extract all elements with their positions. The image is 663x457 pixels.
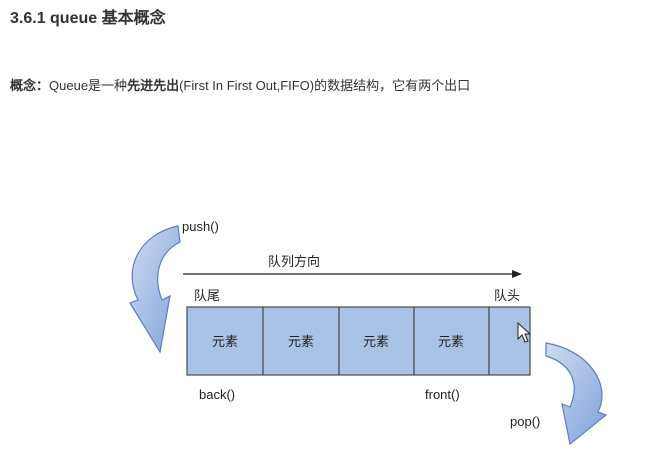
cell-label: 元素: [288, 334, 314, 349]
section-heading: 3.6.1 queue 基本概念: [10, 10, 166, 27]
concept-text-before: Queue是一种: [49, 78, 128, 93]
head-label: 队头: [494, 288, 520, 303]
pop-label: pop(): [510, 414, 540, 429]
front-label: front(): [425, 387, 460, 402]
pop-arrow-icon: [545, 342, 608, 446]
queue-cell: [186, 306, 264, 376]
concept-emphasis: 先进先出: [127, 78, 180, 93]
direction-label: 队列方向: [268, 254, 320, 269]
direction-arrowhead-icon: [512, 270, 522, 278]
back-label: back(): [199, 387, 235, 402]
concept-label: 概念：: [10, 78, 50, 93]
queue-cell: [488, 306, 531, 376]
tail-label: 队尾: [194, 288, 220, 303]
queue-cell: [262, 306, 340, 376]
concept-text-after: (First In First Out,FIFO)的数据结构，它有两个出口: [179, 78, 471, 93]
cell-label: 元素: [212, 334, 238, 349]
cell-label: 元素: [363, 334, 389, 349]
cell-label: 元素: [438, 334, 464, 349]
concept-paragraph: 概念：Queue是一种先进先出(First In First Out,FIFO)…: [10, 75, 470, 94]
queue-cells: 元素 元素 元素 元素: [186, 306, 531, 376]
queue-cell: [413, 306, 490, 376]
push-arrow-icon: [129, 225, 181, 354]
push-label: push(): [182, 219, 219, 234]
mouse-cursor-icon: [517, 321, 532, 343]
